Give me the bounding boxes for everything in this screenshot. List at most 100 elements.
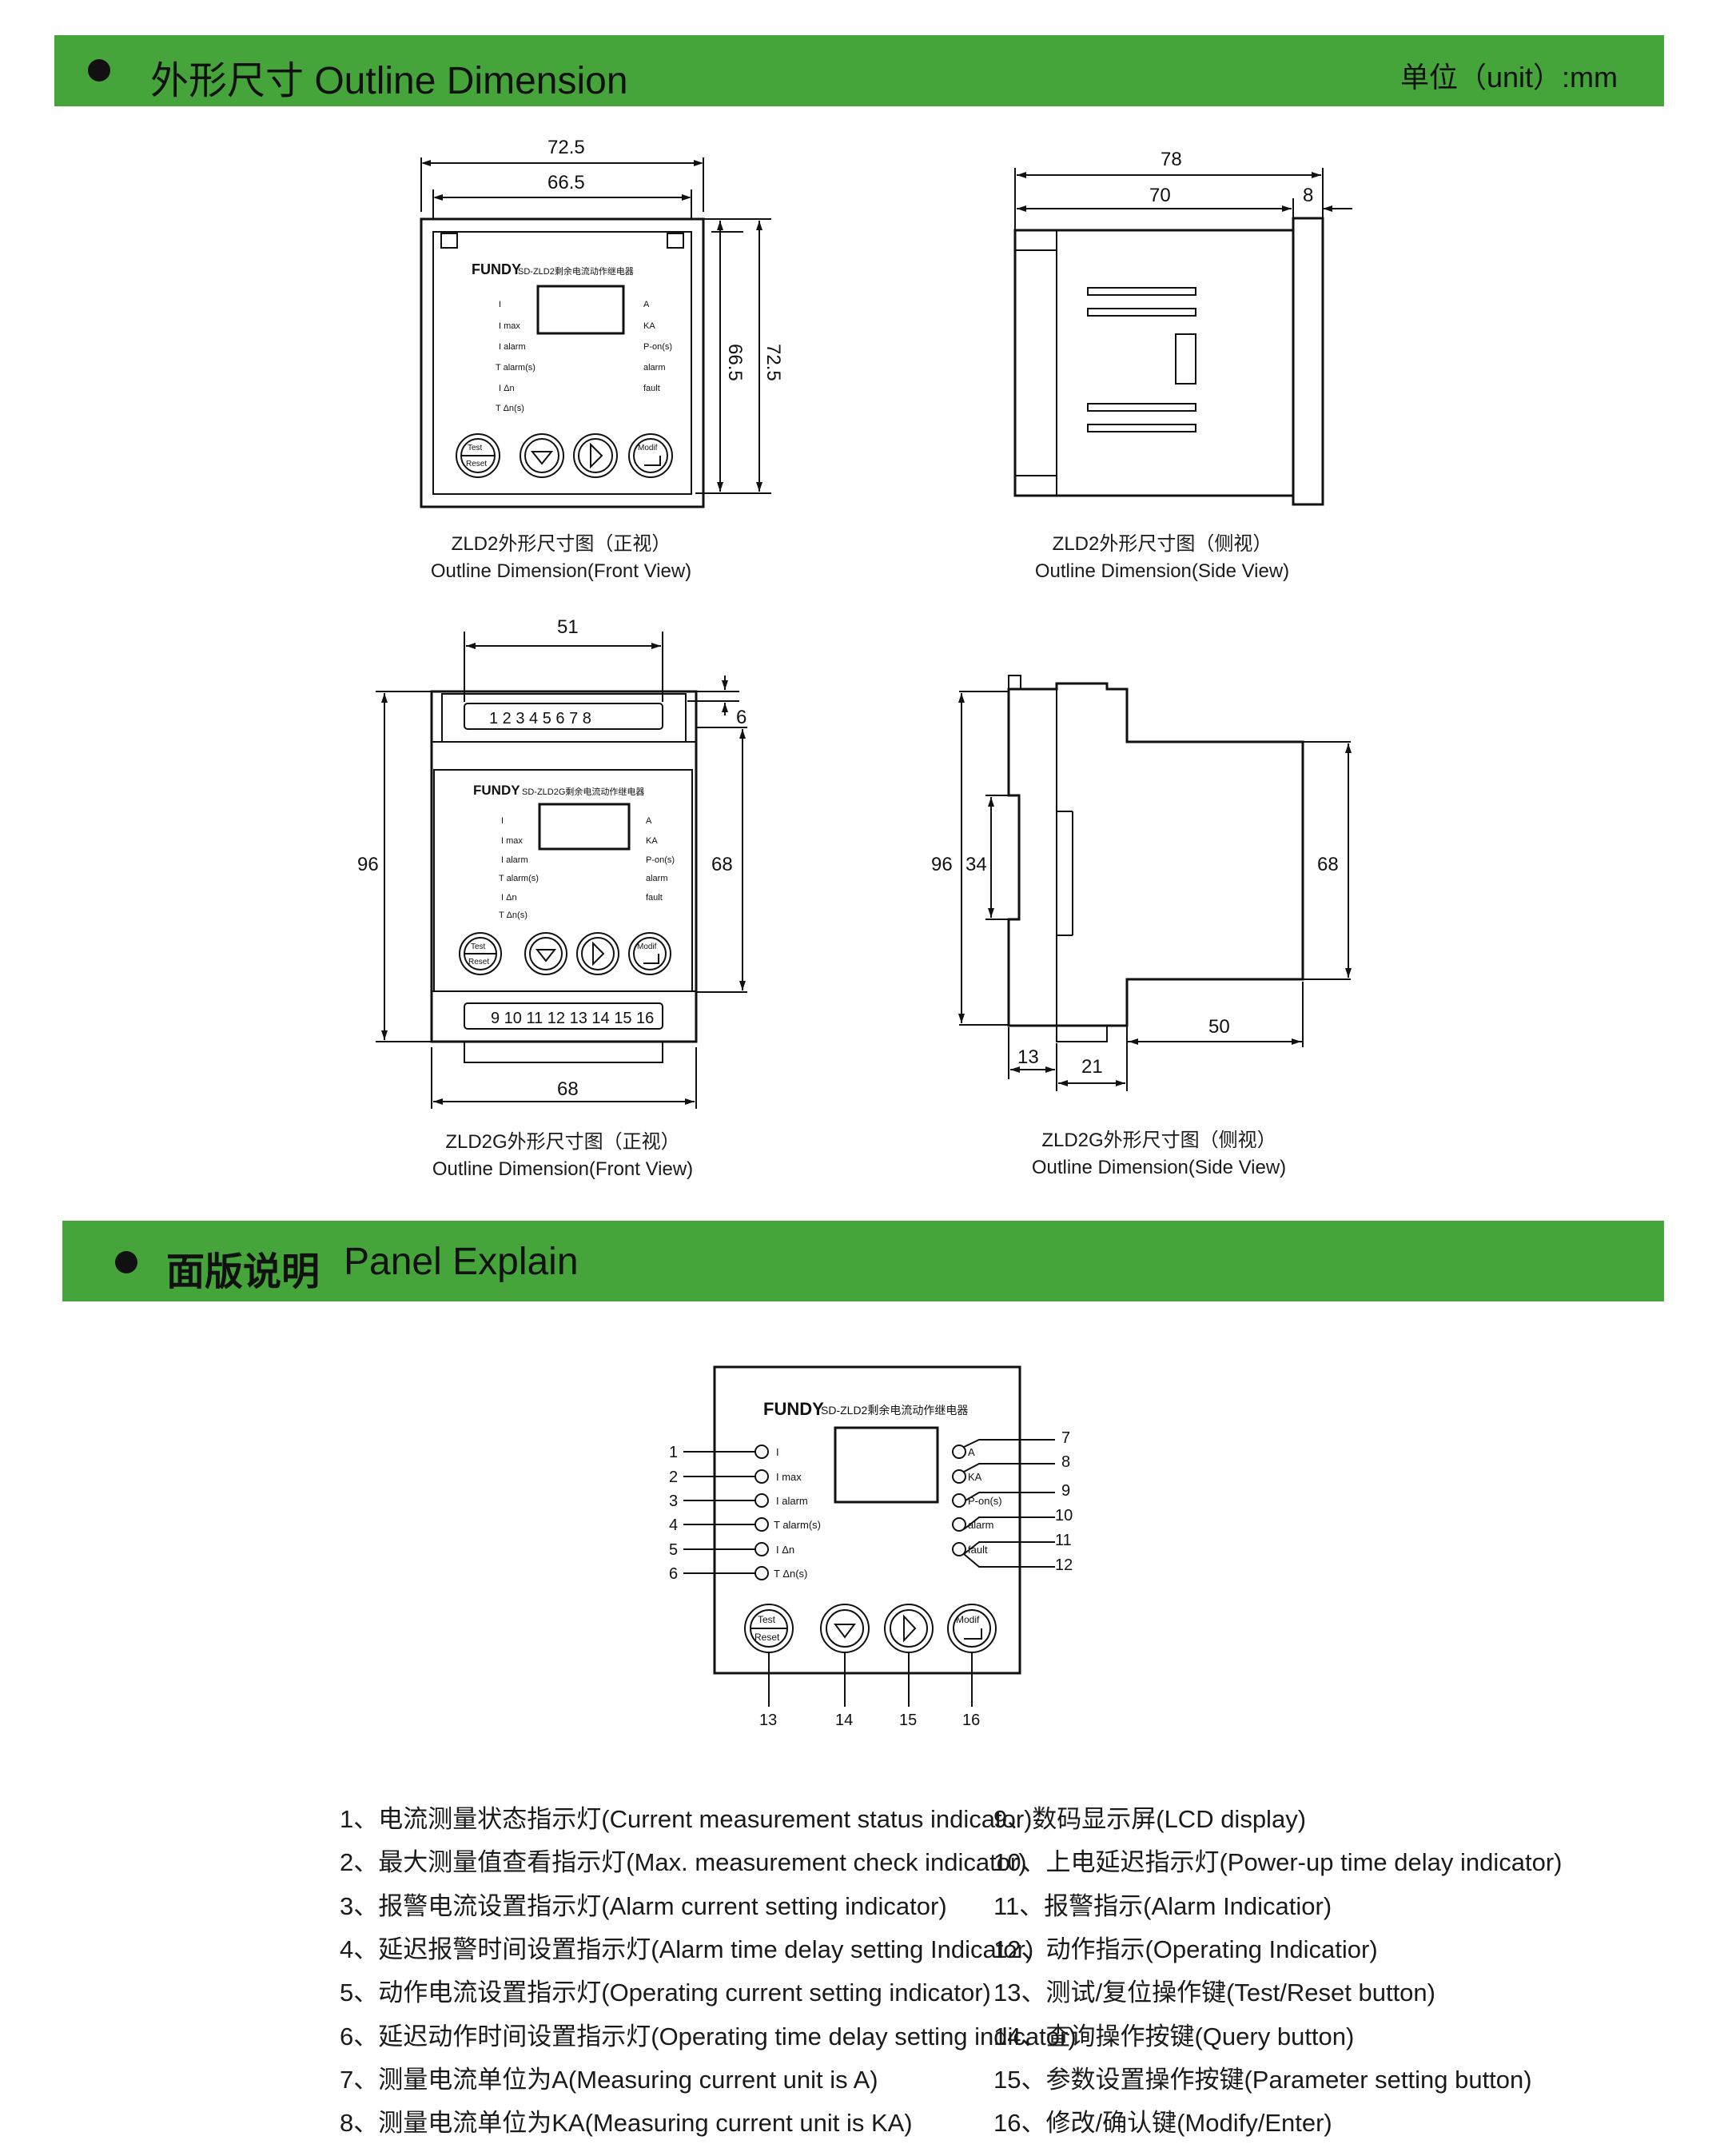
callout-14: 14 bbox=[835, 1712, 853, 1729]
legend-item: 1、电流测量状态指示灯(Current measurement status i… bbox=[340, 1805, 1033, 1833]
legend-item: 11、报警指示(Alarm Indicatior) bbox=[993, 1892, 1332, 1920]
dim-96: 96 bbox=[931, 854, 953, 875]
device-brand: FUNDY bbox=[472, 261, 521, 277]
device-model: SD-ZLD2剩余电流动作继电器 bbox=[821, 1404, 968, 1417]
callout-8: 8 bbox=[1061, 1453, 1070, 1471]
label-i: I bbox=[776, 1446, 779, 1458]
zld2g-front-view-drawing: 51 6 96 68 68 1 2 3 4 5 6 7 8 9 10 11 12… bbox=[357, 616, 747, 1109]
label-ialarm: I alarm bbox=[499, 342, 526, 352]
legend-item: 12、动作指示(Operating Indicatior) bbox=[993, 1935, 1378, 1963]
legend-item: 5、动作电流设置指示灯(Operating current setting in… bbox=[340, 1979, 991, 2007]
label-imax: I max bbox=[499, 321, 520, 331]
dim-34: 34 bbox=[965, 854, 987, 875]
btn-test-label: Test bbox=[758, 1614, 776, 1625]
label-imax: I max bbox=[776, 1471, 802, 1483]
label-idn: I Δn bbox=[776, 1544, 794, 1556]
dim-51: 51 bbox=[557, 616, 579, 638]
legend-item: 10、上电延迟指示灯(Power-up time delay indicator… bbox=[993, 1848, 1563, 1876]
caption-zld2-front: ZLD2外形尺寸图（正视） Outline Dimension(Front Vi… bbox=[321, 531, 801, 585]
legend-item: 7、测量电流单位为A(Measuring current unit is A) bbox=[340, 2066, 878, 2094]
section-title: 外形尺寸 Outline Dimension bbox=[150, 60, 628, 102]
unit-label: 单位（unit）:mm bbox=[1399, 61, 1618, 94]
device-brand: FUNDY bbox=[763, 1399, 824, 1419]
dim-6: 6 bbox=[736, 707, 747, 728]
zld2-front-view-drawing: 72.5 66.5 66.5 72.5 FUNDY SD-ZLD2剩余电流动作继… bbox=[420, 137, 784, 508]
callout-12: 12 bbox=[1055, 1556, 1073, 1574]
label-ka: KA bbox=[968, 1471, 982, 1483]
label-imax: I max bbox=[501, 836, 523, 846]
callout-2: 2 bbox=[669, 1469, 678, 1486]
btn-test-label: Test bbox=[471, 943, 486, 951]
dim-66-5-vertical: 66.5 bbox=[724, 344, 746, 381]
dim-8: 8 bbox=[1303, 185, 1313, 206]
dim-96: 96 bbox=[357, 854, 379, 875]
dim-68-bottom: 68 bbox=[557, 1078, 579, 1100]
caption-en: Outline Dimension(Front View) bbox=[430, 560, 692, 582]
caption-en: Outline Dimension(Front View) bbox=[432, 1158, 694, 1180]
btn-modify-label: Modif bbox=[956, 1614, 980, 1625]
legend-left: 1、电流测量状态指示灯(Current measurement status i… bbox=[340, 1799, 1077, 2142]
panel-explain-diagram: FUNDY SD-ZLD2剩余电流动作继电器 I I max I alarm T… bbox=[669, 1365, 1073, 1729]
label-idn: I Δn bbox=[499, 384, 515, 393]
legend-item: 9、数码显示屏(LCD display) bbox=[993, 1805, 1307, 1833]
label-a: A bbox=[968, 1446, 975, 1458]
callout-7: 7 bbox=[1061, 1429, 1070, 1447]
btn-reset-label: Reset bbox=[468, 958, 489, 966]
callout-16: 16 bbox=[962, 1712, 980, 1729]
label-a: A bbox=[643, 300, 650, 309]
caption-zld2g-side: ZLD2G外形尺寸图（侧视） Outline Dimension(Side Vi… bbox=[919, 1127, 1399, 1182]
callout-9: 9 bbox=[1061, 1482, 1070, 1500]
label-ka: KA bbox=[646, 836, 658, 846]
label-ialarm: I alarm bbox=[501, 855, 528, 865]
label-tdn: T Δn(s) bbox=[499, 911, 528, 920]
caption-en: Outline Dimension(Side View) bbox=[1034, 560, 1290, 582]
dim-66-5: 66.5 bbox=[547, 172, 585, 193]
dim-78: 78 bbox=[1161, 149, 1182, 170]
dim-72-5-vertical: 72.5 bbox=[762, 344, 784, 381]
label-alarm: alarm bbox=[968, 1519, 994, 1531]
caption-cn: ZLD2外形尺寸图（侧视） bbox=[1052, 533, 1272, 555]
callout-15: 15 bbox=[899, 1712, 917, 1729]
legend-item: 4、延迟报警时间设置指示灯(Alarm time delay setting I… bbox=[340, 1935, 1034, 1963]
caption-cn: ZLD2G外形尺寸图（正视） bbox=[445, 1131, 680, 1153]
label-alarm: alarm bbox=[646, 874, 668, 883]
legend-item: 16、修改/确认键(Modify/Enter) bbox=[993, 2109, 1332, 2137]
btn-test-label: Test bbox=[468, 444, 483, 452]
label-talarm: T alarm(s) bbox=[774, 1519, 821, 1531]
caption-en: Outline Dimension(Side View) bbox=[1031, 1157, 1287, 1178]
device-brand: FUNDY bbox=[473, 783, 520, 798]
callout-11: 11 bbox=[1055, 1532, 1072, 1549]
legend-item: 15、参数设置操作按键(Parameter setting button) bbox=[993, 2066, 1532, 2094]
device-model: SD-ZLD2剩余电流动作继电器 bbox=[518, 265, 634, 277]
bullet-icon bbox=[88, 59, 110, 82]
legend-item: 6、延迟动作时间设置指示灯(Operating time delay setti… bbox=[340, 2022, 1077, 2050]
btn-modify-label: Modif bbox=[638, 444, 658, 452]
terminals-top: 1 2 3 4 5 6 7 8 bbox=[489, 710, 591, 727]
caption-zld2-side: ZLD2外形尺寸图（侧视） Outline Dimension(Side Vie… bbox=[922, 531, 1402, 585]
label-pon: P-on(s) bbox=[643, 342, 672, 352]
label-i: I bbox=[501, 816, 504, 826]
label-i: I bbox=[499, 300, 501, 309]
section-header-panel: 面版说明 Panel Explain bbox=[62, 1221, 1664, 1301]
label-tdn: T Δn(s) bbox=[774, 1568, 807, 1580]
caption-cn: ZLD2外形尺寸图（正视） bbox=[451, 533, 671, 555]
zld2-side-view-drawing: 78 70 8 bbox=[1013, 149, 1352, 506]
legend-item: 2、最大测量值查看指示灯(Max. measurement check indi… bbox=[340, 1848, 1027, 1876]
label-talarm: T alarm(s) bbox=[496, 363, 536, 373]
zld2g-side-view-drawing: 96 34 68 50 13 21 bbox=[931, 675, 1352, 1091]
callout-1: 1 bbox=[669, 1444, 678, 1461]
label-fault: fault bbox=[646, 893, 663, 903]
section-title-en: Panel Explain bbox=[344, 1241, 579, 1283]
callout-13: 13 bbox=[759, 1712, 777, 1729]
bullet-icon bbox=[115, 1251, 137, 1273]
label-fault: fault bbox=[643, 384, 660, 393]
dim-68-right: 68 bbox=[711, 854, 733, 875]
dim-70: 70 bbox=[1149, 185, 1171, 206]
dim-68: 68 bbox=[1317, 854, 1339, 875]
label-fault: fault bbox=[968, 1544, 988, 1556]
dim-13: 13 bbox=[1017, 1046, 1039, 1068]
btn-modify-label: Modif bbox=[637, 943, 657, 951]
caption-zld2g-front: ZLD2G外形尺寸图（正视） Outline Dimension(Front V… bbox=[323, 1129, 802, 1183]
label-pon: P-on(s) bbox=[968, 1495, 1002, 1507]
dim-50: 50 bbox=[1208, 1016, 1230, 1038]
